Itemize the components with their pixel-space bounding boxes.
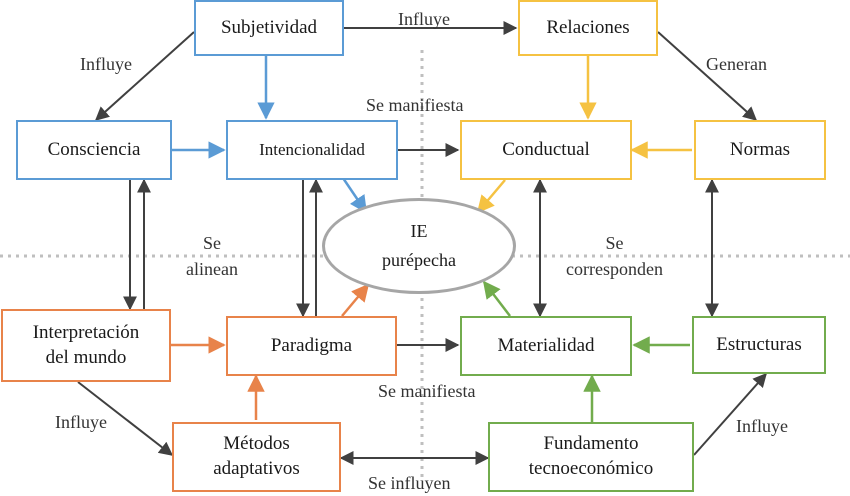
node-materialidad-label: Materialidad [497, 334, 595, 356]
node-subjetividad: Subjetividad [194, 0, 344, 56]
node-metodos-adaptativos: Métodos adaptativos [172, 422, 341, 492]
node-fundamento-label: Fundamento tecnoeconómico [528, 433, 654, 479]
arrow-conductual-ie [476, 179, 506, 214]
label-generan: Generan [706, 54, 767, 74]
label-influye-left-bottom: Influye [55, 412, 107, 432]
node-normas: Normas [694, 120, 826, 180]
node-normas-label: Normas [729, 138, 791, 160]
arrow-relaciones-normas [657, 31, 758, 121]
arrow-interpretacion-metodos [77, 381, 174, 456]
node-estructuras: Estructuras [692, 316, 826, 374]
ie-purepecha-ellipse: IE purépecha [322, 198, 516, 294]
node-consciencia-label: Consciencia [47, 138, 141, 160]
node-relaciones: Relaciones [518, 0, 658, 56]
node-conductual-label: Conductual [502, 138, 590, 160]
label-se-manifiesta-top: Se manifiesta [366, 95, 464, 115]
arrow-paradigma-ie [341, 283, 370, 317]
node-consciencia: Consciencia [16, 120, 172, 180]
arrow-materialidad-ie [482, 280, 511, 317]
node-metodos-label: Métodos adaptativos [213, 433, 300, 479]
node-subjetividad-label: Subjetividad [220, 16, 318, 38]
node-conductual: Conductual [460, 120, 632, 180]
node-relaciones-label: Relaciones [546, 16, 630, 38]
label-se-influyen: Se influyen [368, 473, 451, 493]
node-paradigma: Paradigma [226, 316, 397, 376]
label-influye-left-top: Influye [80, 54, 132, 74]
node-intencionalidad: Intencionalidad [226, 120, 398, 180]
node-interpretacion-del-mundo: Interpretación del mundo [1, 309, 171, 382]
arrow-fundamento-estructuras [693, 372, 767, 456]
node-fundamento-tecnoeconomico: Fundamento tecnoeconómico [488, 422, 694, 492]
label-se-manifiesta-bottom: Se manifiesta [378, 381, 476, 401]
node-paradigma-label: Paradigma [270, 334, 353, 356]
node-intencionalidad-label: Intencionalidad [259, 139, 365, 159]
node-interpretacion-label: Interpretación del mundo [32, 321, 140, 368]
label-influye-right-bottom: Influye [736, 416, 788, 436]
label-se-alinean: Se alinean [186, 233, 238, 280]
label-influye-top: Influye [398, 9, 450, 29]
arrow-subjetividad-consciencia [94, 31, 195, 121]
node-materialidad: Materialidad [460, 316, 632, 376]
label-se-corresponden: Se corresponden [566, 233, 663, 280]
node-estructuras-label: Estructuras [716, 333, 802, 355]
